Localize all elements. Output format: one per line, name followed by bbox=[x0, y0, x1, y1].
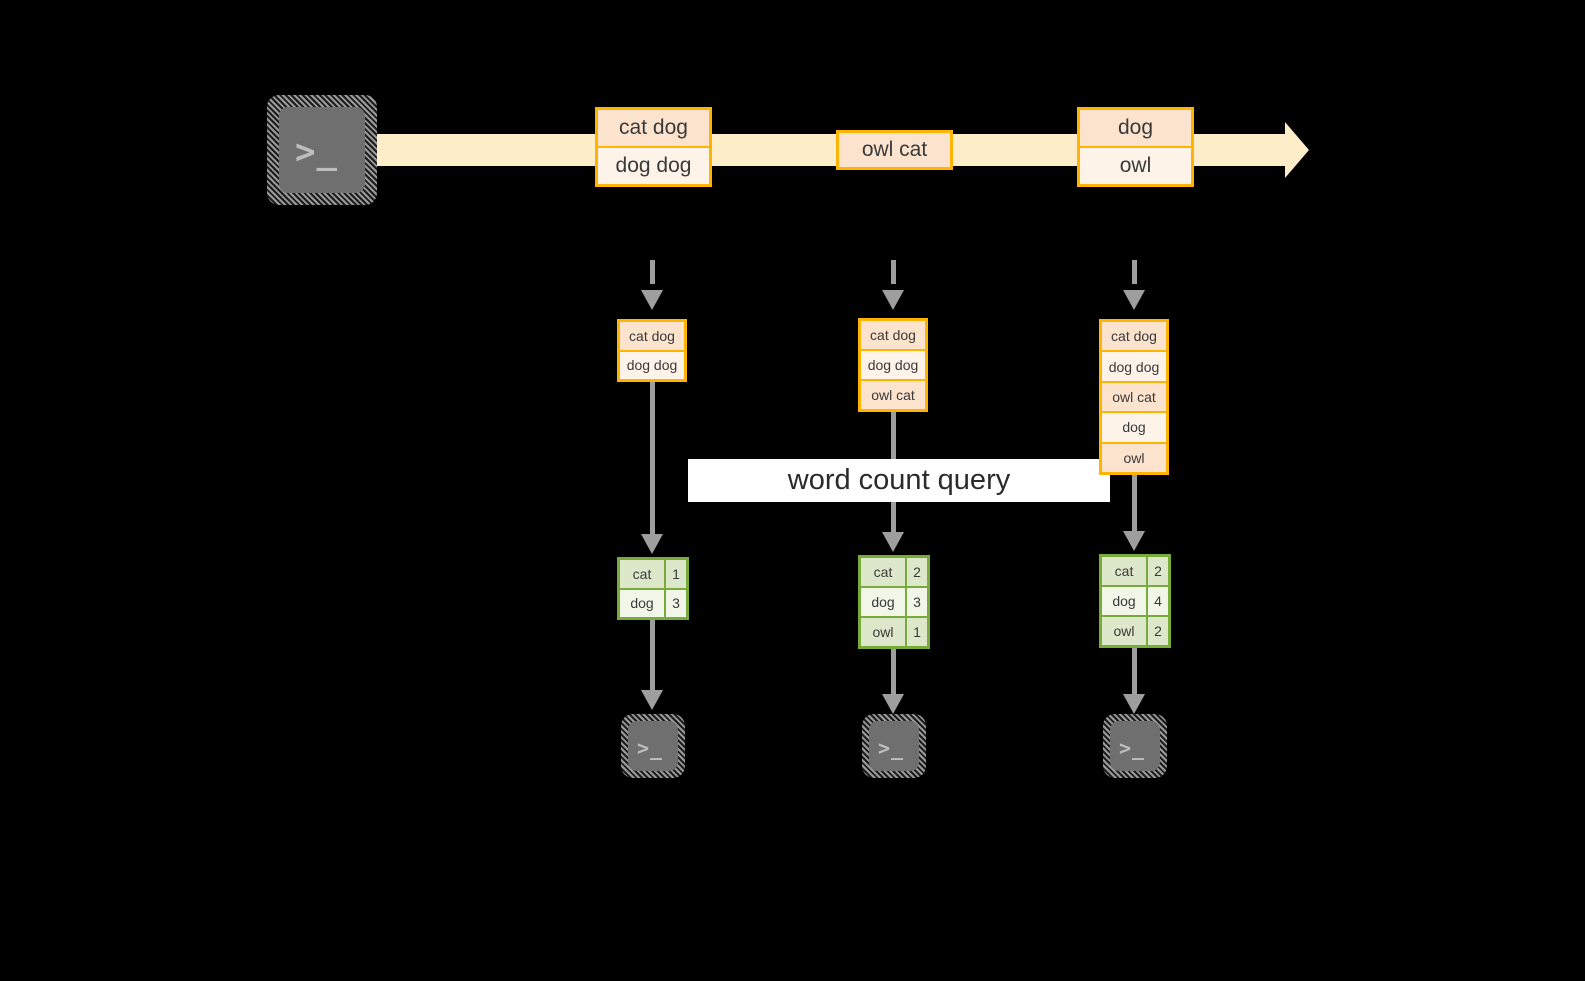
snapshot-1-count-table: cat 1 dog 3 bbox=[617, 557, 689, 620]
snapshot-3-row-2: dog dog bbox=[1102, 350, 1166, 381]
snapshot-2-accumulated-rows: cat dog dog dog owl cat bbox=[858, 318, 928, 412]
terminal-prompt-glyph: >_ bbox=[878, 736, 905, 760]
snapshot-3-row-4: dog bbox=[1102, 411, 1166, 442]
stream-batch-3: dog owl bbox=[1077, 107, 1194, 187]
snapshot-3-accumulated-rows: cat dog dog dog owl cat dog owl bbox=[1099, 319, 1169, 475]
snapshot-3-word-3: owl bbox=[1102, 617, 1146, 645]
snapshot-2-count-2: 3 bbox=[905, 588, 927, 616]
snapshot-2-query-arrowhead bbox=[882, 532, 904, 552]
snapshot-3-tap-dash bbox=[1132, 260, 1137, 284]
terminal-body bbox=[1110, 721, 1160, 771]
snapshot-2-count-table: cat 2 dog 3 owl 1 bbox=[858, 555, 930, 649]
snapshot-3-word-2: dog bbox=[1102, 587, 1146, 615]
word-count-query-label: word count query bbox=[688, 459, 1110, 502]
table-row: owl 1 bbox=[861, 616, 927, 646]
stream-batch-2: owl cat bbox=[836, 130, 953, 170]
stream-arrow-head bbox=[1285, 122, 1309, 178]
snapshot-1-tap-dash bbox=[650, 260, 655, 284]
table-row: dog 4 bbox=[1102, 585, 1168, 615]
terminal-body bbox=[628, 721, 678, 771]
snapshot-1-row-2: dog dog bbox=[620, 349, 684, 379]
snapshot-1-word-1: cat bbox=[620, 560, 664, 588]
snapshot-2-output-arrowhead bbox=[882, 694, 904, 714]
snapshot-3-count-2: 4 bbox=[1146, 587, 1168, 615]
snapshot-2-tap-arrowhead bbox=[882, 290, 904, 310]
terminal-body bbox=[279, 107, 365, 193]
snapshot-3-consumer-terminal-icon[interactable]: >_ bbox=[1103, 714, 1167, 778]
snapshot-2-count-3: 1 bbox=[905, 618, 927, 646]
snapshot-2-output-line bbox=[891, 649, 896, 694]
snapshot-3-word-1: cat bbox=[1102, 557, 1146, 585]
snapshot-2-word-2: dog bbox=[861, 588, 905, 616]
snapshot-3-count-3: 2 bbox=[1146, 617, 1168, 645]
terminal-prompt-glyph: >_ bbox=[295, 132, 338, 172]
snapshot-1-output-line bbox=[650, 620, 655, 690]
snapshot-1-consumer-terminal-icon[interactable]: >_ bbox=[621, 714, 685, 778]
stream-batch-2-line-1: owl cat bbox=[839, 133, 950, 167]
stream-batch-1-line-2: dog dog bbox=[598, 146, 709, 184]
snapshot-3-count-table: cat 2 dog 4 owl 2 bbox=[1099, 554, 1171, 648]
snapshot-2-word-1: cat bbox=[861, 558, 905, 586]
snapshot-1-query-arrowhead bbox=[641, 534, 663, 554]
table-row: cat 1 bbox=[620, 560, 686, 588]
snapshot-2-word-3: owl bbox=[861, 618, 905, 646]
table-row: cat 2 bbox=[861, 558, 927, 586]
snapshot-1-row-1: cat dog bbox=[620, 322, 684, 350]
table-row: owl 2 bbox=[1102, 615, 1168, 645]
producer-terminal-icon[interactable]: >_ bbox=[267, 95, 377, 205]
snapshot-2-tap-dash bbox=[891, 260, 896, 284]
snapshot-1-accumulated-rows: cat dog dog dog bbox=[617, 319, 687, 382]
snapshot-2-count-1: 2 bbox=[905, 558, 927, 586]
terminal-body bbox=[869, 721, 919, 771]
table-row: dog 3 bbox=[861, 586, 927, 616]
snapshot-1-count-2: 3 bbox=[664, 589, 686, 617]
snapshot-1-output-arrowhead bbox=[641, 690, 663, 710]
snapshot-1-tap-arrowhead bbox=[641, 290, 663, 310]
stream-batch-1-line-1: cat dog bbox=[598, 110, 709, 146]
snapshot-3-row-1: cat dog bbox=[1102, 322, 1166, 351]
snapshot-1-query-line bbox=[650, 382, 655, 534]
terminal-prompt-glyph: >_ bbox=[1119, 736, 1146, 760]
snapshot-2-row-1: cat dog bbox=[861, 321, 925, 349]
snapshot-2-row-3: owl cat bbox=[861, 379, 925, 409]
snapshot-3-query-arrowhead bbox=[1123, 531, 1145, 551]
snapshot-3-count-1: 2 bbox=[1146, 557, 1168, 585]
stream-batch-1: cat dog dog dog bbox=[595, 107, 712, 187]
terminal-prompt-glyph: >_ bbox=[637, 736, 664, 760]
table-row: cat 2 bbox=[1102, 557, 1168, 585]
snapshot-3-output-line bbox=[1132, 648, 1137, 694]
snapshot-1-count-1: 1 bbox=[664, 560, 686, 588]
snapshot-1-word-2: dog bbox=[620, 589, 664, 617]
snapshot-3-row-3: owl cat bbox=[1102, 380, 1166, 412]
stream-batch-3-line-2: owl bbox=[1080, 146, 1191, 184]
snapshot-3-row-5: owl bbox=[1102, 441, 1166, 473]
snapshot-3-output-arrowhead bbox=[1123, 694, 1145, 714]
table-row: dog 3 bbox=[620, 587, 686, 617]
snapshot-3-tap-arrowhead bbox=[1123, 290, 1145, 310]
stream-batch-3-line-1: dog bbox=[1080, 110, 1191, 146]
snapshot-2-row-2: dog dog bbox=[861, 349, 925, 379]
snapshot-3-query-line bbox=[1132, 475, 1137, 531]
snapshot-2-consumer-terminal-icon[interactable]: >_ bbox=[862, 714, 926, 778]
